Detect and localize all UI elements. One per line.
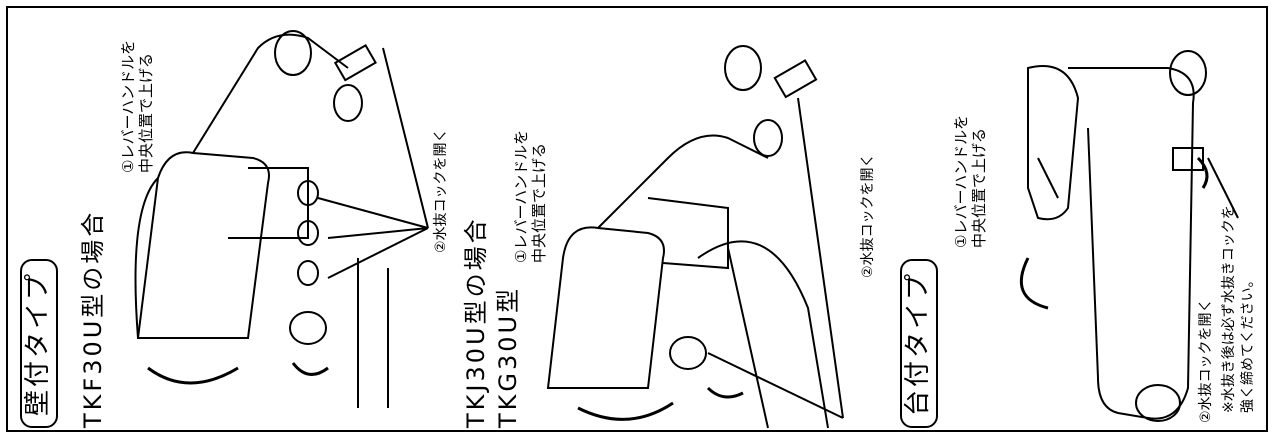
tkf30u-step2-label: ②水抜コックを開く xyxy=(433,128,449,253)
deck-step2-label: ②水抜コックを開く xyxy=(1198,298,1214,423)
tkf30u-faucet-drawing xyxy=(134,30,429,408)
deck-note-line1: ※水抜き後は必ず水抜きコックを xyxy=(1221,205,1237,413)
deck-faucet-drawing xyxy=(1019,50,1239,422)
faucet-illustrations xyxy=(134,30,1239,429)
tkj30u-step1-line2: 中央位置で上げる xyxy=(530,142,548,263)
deck-step1-line2: 中央位置で上げる xyxy=(970,127,988,248)
tkf30u-step1-line1: ①レバーハンドルを xyxy=(119,39,137,173)
deck-type-heading: 台付タイプ xyxy=(900,258,938,428)
tkj30u-step2-label: ②水抜コックを開く xyxy=(860,153,876,278)
tkg30u-model-name: TKG30U型 xyxy=(494,285,522,428)
instruction-frame: 壁付タイプ TKF30U型の場合 ①レバーハンドルを 中央位置で上げる ②水抜コ… xyxy=(6,6,1268,432)
tkf30u-model-name: TKF30U型の場合 xyxy=(79,209,107,428)
wall-type-heading: 壁付タイプ xyxy=(20,258,58,428)
tkj30u-faucet-drawing xyxy=(546,45,844,429)
tkj30u-model-name: TKJ30U型の場合 xyxy=(462,216,490,428)
deck-note-line2: 強く締めてください。 xyxy=(1240,273,1256,413)
tkf30u-step1-line2: 中央位置で上げる xyxy=(137,52,155,173)
tkj30u-step1-line1: ①レバーハンドルを xyxy=(512,129,530,263)
deck-step1-line1: ①レバーハンドルを xyxy=(952,114,970,248)
